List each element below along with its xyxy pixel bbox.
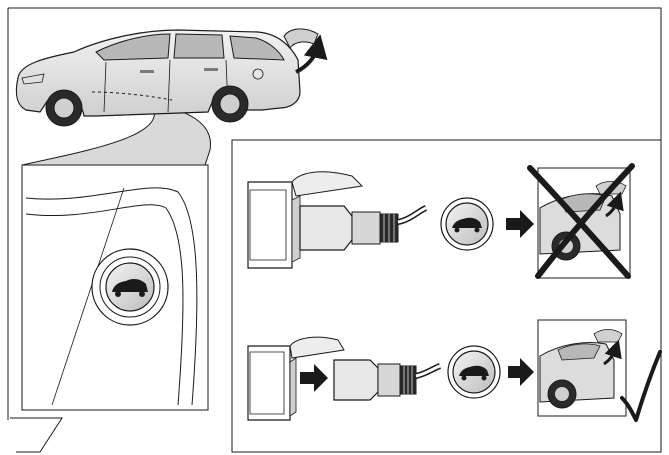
tailgate-arrow-icon bbox=[295, 34, 328, 74]
road-swoosh bbox=[21, 101, 211, 166]
station-wagon-car-icon bbox=[15, 29, 301, 127]
row2-arrow-right-icon bbox=[508, 358, 534, 386]
trailer-socket-icon bbox=[247, 171, 364, 269]
corner-wedge bbox=[10, 417, 63, 453]
row-connected bbox=[247, 163, 635, 279]
trailer-plug-icon bbox=[299, 205, 428, 251]
check-mark-icon bbox=[620, 350, 662, 422]
row2-arrow-left-icon bbox=[300, 364, 328, 392]
row2-plug-icon bbox=[333, 359, 442, 401]
row2-car-rear-image bbox=[537, 319, 627, 417]
zoom-panel-contours bbox=[25, 187, 198, 406]
row-disconnected bbox=[247, 319, 662, 422]
cross-mark-icon bbox=[527, 163, 635, 279]
row2-socket-icon bbox=[247, 336, 345, 421]
tailgate-open-icon bbox=[283, 28, 319, 49]
row1-button-icon bbox=[440, 197, 494, 251]
right-arrow-icon bbox=[506, 210, 534, 238]
row2-button-icon bbox=[447, 345, 501, 399]
tailgate-release-button-icon bbox=[91, 248, 169, 326]
